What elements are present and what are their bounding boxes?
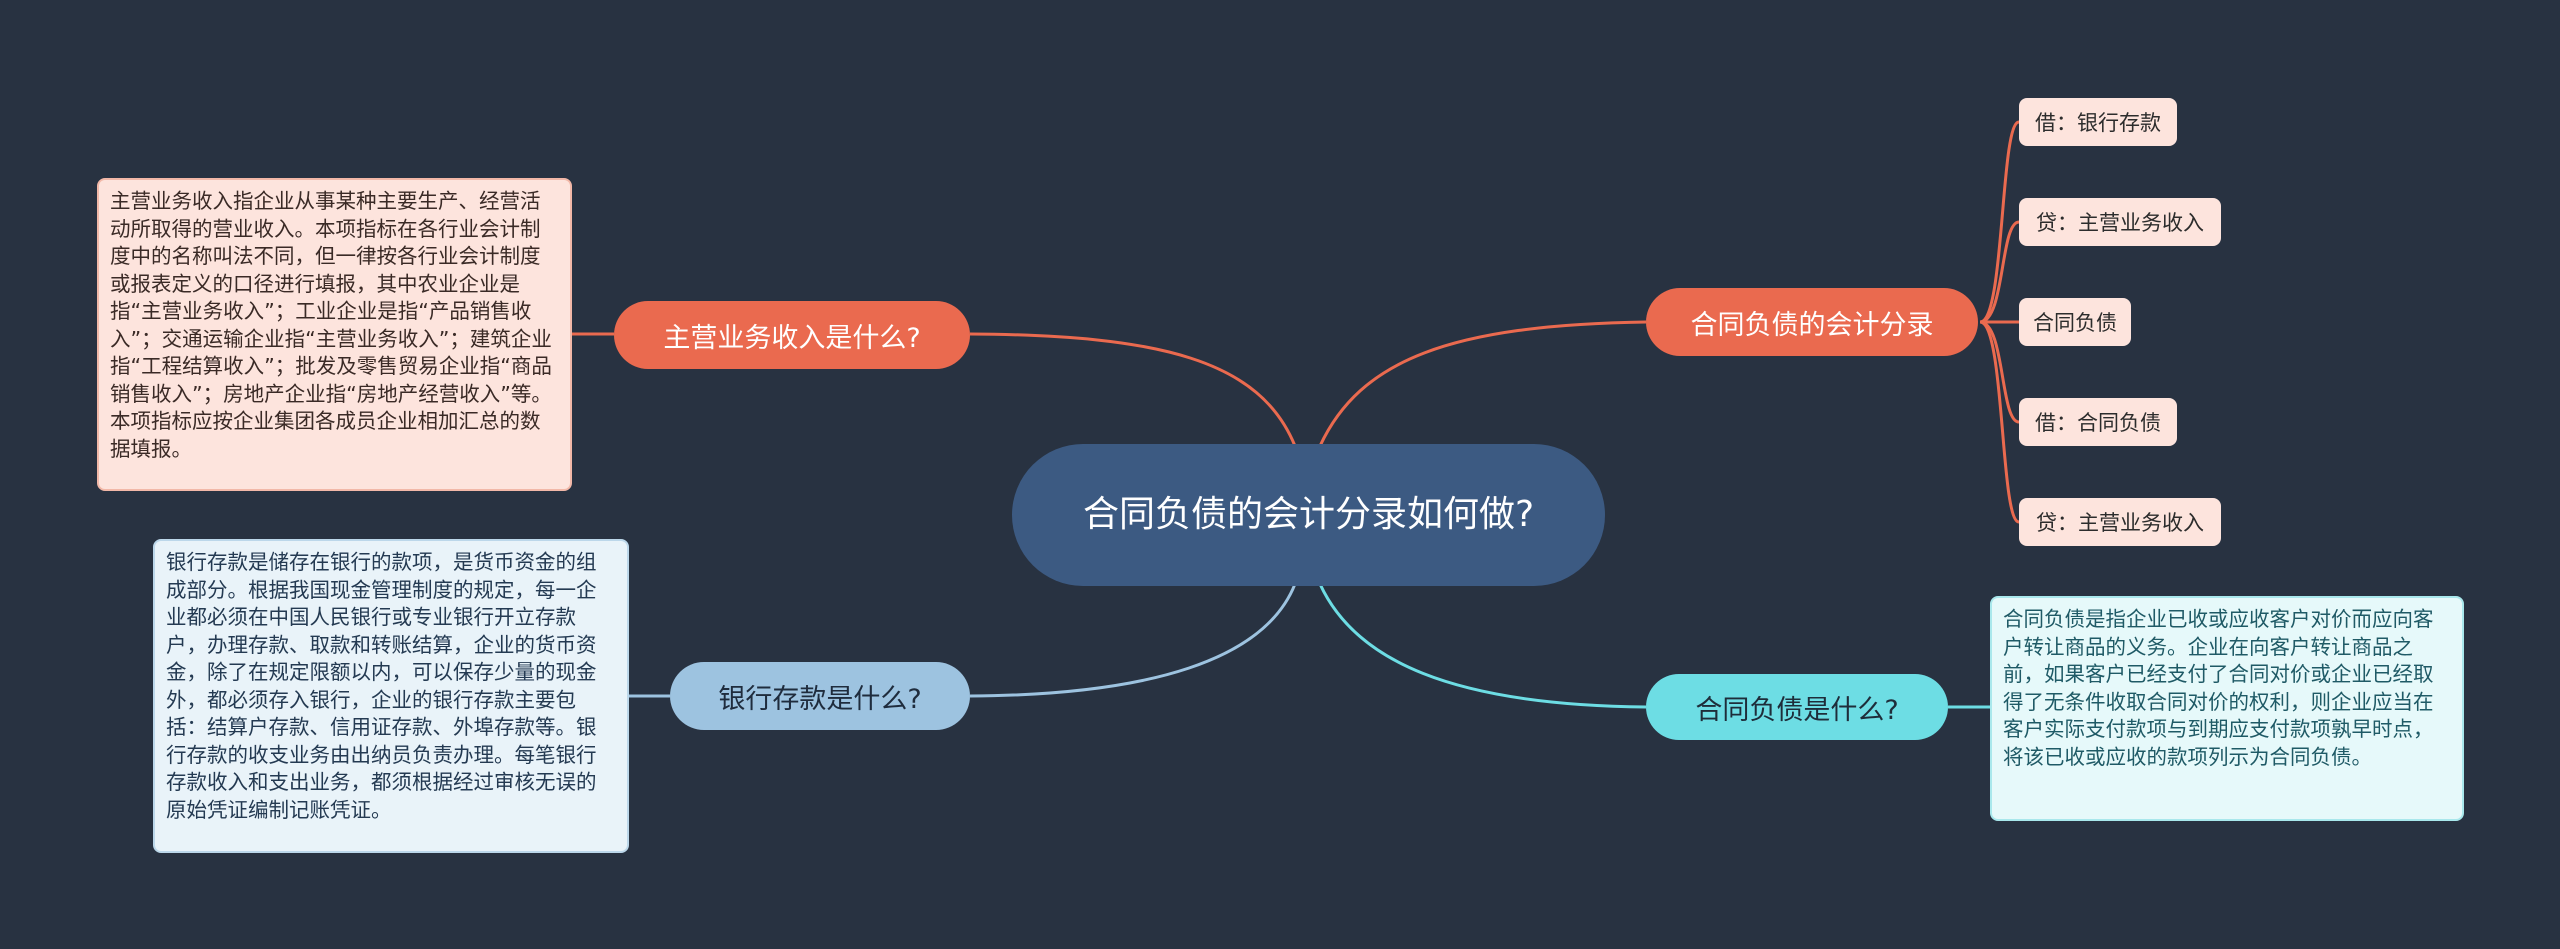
link-entries-leaf5	[1979, 320, 2020, 524]
note-bank-deposit-text: 银行存款是储存在银行的款项，是货币资金的组成部分。根据我国现金管理制度的规定，每…	[166, 550, 597, 822]
leaf-contract-liability[interactable]: 合同负债	[2019, 298, 2131, 346]
central-topic[interactable]: 合同负债的会计分录如何做?	[1012, 444, 1605, 586]
note-main-revenue: 主营业务收入指企业从事某种主要生产、经营活动所取得的营业收入。本项指标在各行业会…	[97, 178, 572, 491]
branch-bank-deposit-label: 银行存款是什么?	[718, 683, 922, 715]
link-entries-leaf1	[1979, 120, 2020, 324]
branch-entries[interactable]: 合同负债的会计分录	[1646, 288, 1978, 356]
note-main-revenue-text: 主营业务收入指企业从事某种主要生产、经营活动所取得的营业收入。本项指标在各行业会…	[110, 189, 552, 461]
leaf-contract-liability-label: 合同负债	[2033, 311, 2117, 335]
branch-contract-liability[interactable]: 合同负债是什么?	[1646, 674, 1948, 740]
branch-bank-deposit[interactable]: 银行存款是什么?	[670, 662, 970, 730]
leaf-credit-main-revenue-label: 贷：主营业务收入	[2036, 211, 2204, 235]
leaf-debit-bank-deposit-label: 借：银行存款	[2035, 111, 2161, 135]
link-center-entries	[1318, 320, 1647, 447]
leaf-debit-contract-liability[interactable]: 借：合同负债	[2019, 398, 2177, 446]
branch-main-revenue[interactable]: 主营业务收入是什么?	[614, 301, 970, 369]
branch-entries-label: 合同负债的会计分录	[1690, 309, 1934, 341]
branch-contract-liability-label: 合同负债是什么?	[1695, 694, 1899, 726]
link-entries-leaf4	[1979, 320, 2020, 424]
central-topic-label: 合同负债的会计分录如何做?	[1082, 494, 1535, 535]
link-center-contract	[1318, 583, 1647, 709]
leaf-credit-main-revenue-2-label: 贷：主营业务收入	[2036, 511, 2204, 535]
link-center-main-revenue	[969, 332, 1297, 447]
branch-main-revenue-label: 主营业务收入是什么?	[663, 322, 921, 354]
leaf-credit-main-revenue-2[interactable]: 贷：主营业务收入	[2019, 498, 2221, 546]
note-contract-liability-text: 合同负债是指企业已收或应收客户对价而应向客户转让商品的义务。企业在向客户转让商品…	[2003, 607, 2434, 769]
leaf-debit-bank-deposit[interactable]: 借：银行存款	[2019, 98, 2177, 146]
note-contract-liability: 合同负债是指企业已收或应收客户对价而应向客户转让商品的义务。企业在向客户转让商品…	[1990, 596, 2464, 821]
note-bank-deposit: 银行存款是储存在银行的款项，是货币资金的组成部分。根据我国现金管理制度的规定，每…	[153, 539, 629, 853]
link-entries-leaf2	[1979, 220, 2020, 324]
leaf-debit-contract-liability-label: 借：合同负债	[2035, 411, 2161, 435]
link-center-bank	[969, 583, 1297, 698]
leaf-credit-main-revenue[interactable]: 贷：主营业务收入	[2019, 198, 2221, 246]
